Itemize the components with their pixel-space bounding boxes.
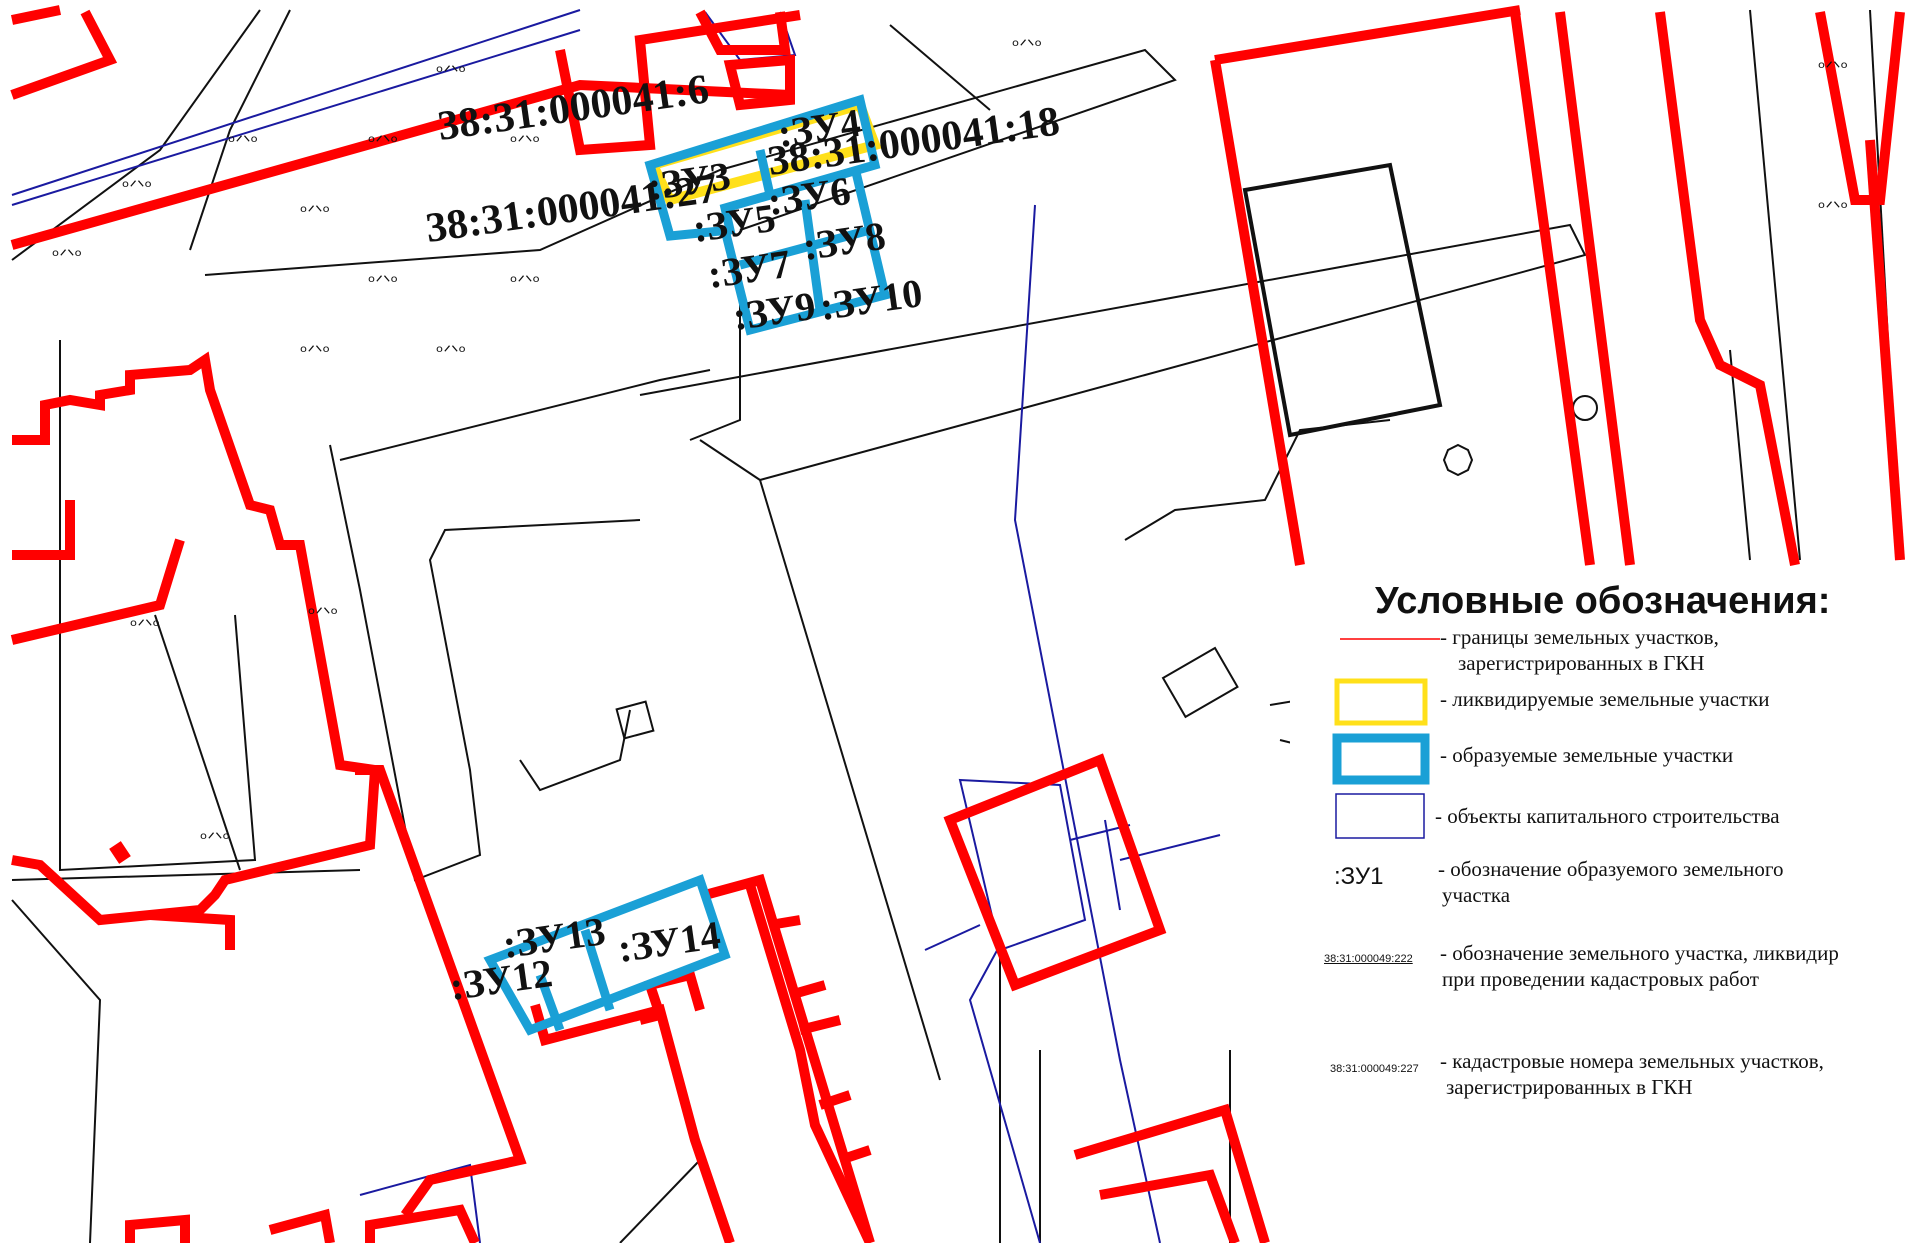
navy-box-symbol <box>1335 793 1425 839</box>
designation-symbol: :ЗУ1 <box>1334 863 1384 890</box>
svg-text:ᵒᐟᐠᵒ: ᵒᐟᐠᵒ <box>52 246 82 267</box>
new-parcel-label: :ЗУ10 <box>817 270 925 329</box>
legend-text: - объекты капитального строительства <box>1435 804 1780 828</box>
svg-text:ᵒᐟᐠᵒ: ᵒᐟᐠᵒ <box>308 604 338 625</box>
svg-text:ᵒᐟᐠᵒ: ᵒᐟᐠᵒ <box>200 829 230 850</box>
svg-text:ᵒᐟᐠᵒ: ᵒᐟᐠᵒ <box>300 202 330 223</box>
registered-boundaries <box>10 5 1905 1243</box>
svg-text:ᵒᐟᐠᵒ: ᵒᐟᐠᵒ <box>300 342 330 363</box>
legend-title: Условные обозначения: <box>1375 580 1831 622</box>
legend-text: при проведении кадастровых работ <box>1442 967 1759 991</box>
svg-text:ᵒᐟᐠᵒ: ᵒᐟᐠᵒ <box>1818 198 1848 219</box>
trees: ᵒᐟᐠᵒ ᵒᐟᐠᵒ ᵒᐟᐠᵒ ᵒᐟᐠᵒ ᵒᐟᐠᵒ ᵒᐟᐠᵒ ᵒᐟᐠᵒ ᵒᐟᐠᵒ … <box>52 36 1848 850</box>
legend-text: зарегистрированных в ГКН <box>1458 651 1705 675</box>
svg-text:ᵒᐟᐠᵒ: ᵒᐟᐠᵒ <box>1012 36 1042 57</box>
svg-text:ᵒᐟᐠᵒ: ᵒᐟᐠᵒ <box>436 342 466 363</box>
svg-text:ᵒᐟᐠᵒ: ᵒᐟᐠᵒ <box>122 177 152 198</box>
svg-text:ᵒᐟᐠᵒ: ᵒᐟᐠᵒ <box>368 132 398 153</box>
blue-box-symbol <box>1332 733 1430 785</box>
legend-text: - образуемые земельные участки <box>1440 743 1734 767</box>
formed-parcels <box>483 94 891 1036</box>
svg-text:ᵒᐟᐠᵒ: ᵒᐟᐠᵒ <box>368 272 398 293</box>
capital-objects <box>11 9 1221 1243</box>
legend-text: - ликвидируемые земельные участки <box>1440 687 1770 711</box>
svg-text:ᵒᐟᐠᵒ: ᵒᐟᐠᵒ <box>510 132 540 153</box>
svg-text:ᵒᐟᐠᵒ: ᵒᐟᐠᵒ <box>1818 58 1848 79</box>
red-line-symbol <box>1340 638 1440 640</box>
cadastral-number-symbol: 38:31:000049:227 <box>1330 1063 1419 1075</box>
legend-text: зарегистрированных в ГКН <box>1446 1075 1693 1099</box>
liquidated-number-symbol: 38:31:000049:222 <box>1324 953 1413 965</box>
building-black <box>1242 162 1443 438</box>
legend-text: участка <box>1442 883 1511 907</box>
svg-text:ᵒᐟᐠᵒ: ᵒᐟᐠᵒ <box>228 132 258 153</box>
svg-text:ᵒᐟᐠᵒ: ᵒᐟᐠᵒ <box>130 616 160 637</box>
svg-text:ᵒᐟᐠᵒ: ᵒᐟᐠᵒ <box>436 62 466 83</box>
legend-text: - обозначение образуемого земельного <box>1438 857 1784 881</box>
map-legend: Условные обозначения: - границы земельны… <box>1290 570 1914 1130</box>
legend-text: - кадастровые номера земельных участков, <box>1440 1049 1824 1073</box>
svg-text:ᵒᐟᐠᵒ: ᵒᐟᐠᵒ <box>510 272 540 293</box>
yellow-box-symbol <box>1334 678 1428 726</box>
legend-text: - обозначение земельного участка, ликвид… <box>1440 941 1839 965</box>
legend-text: - границы земельных участков, <box>1440 625 1719 649</box>
